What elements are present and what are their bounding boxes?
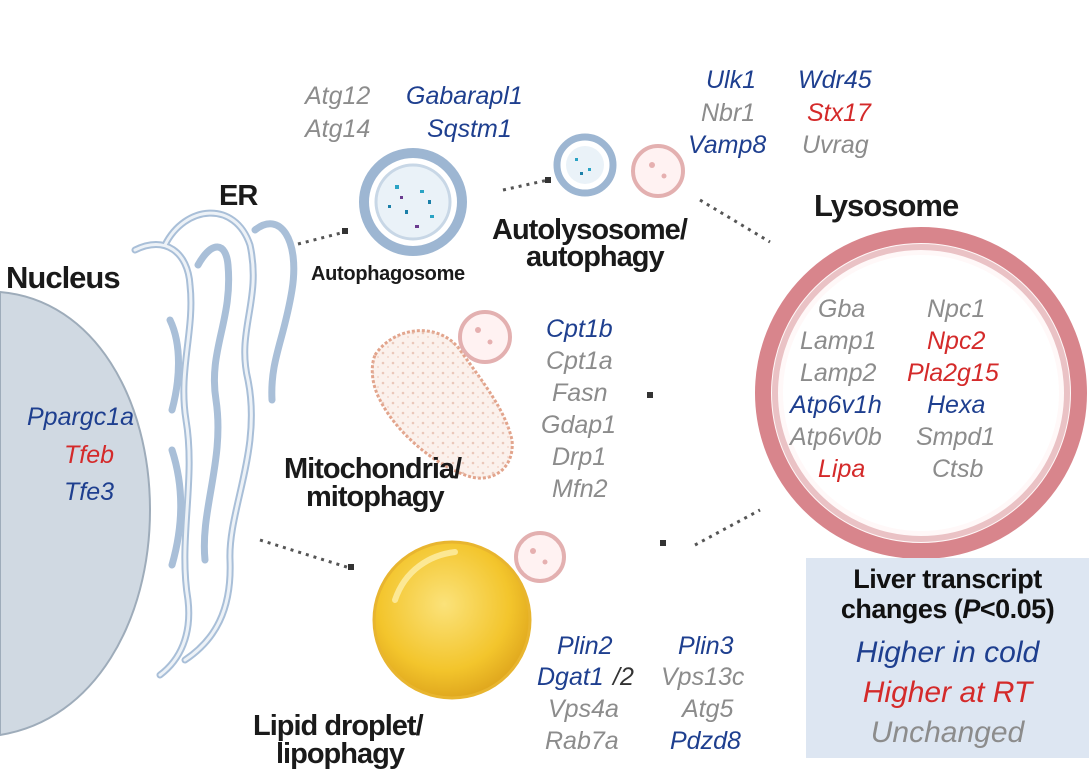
gene-gdap1: Gdap1 (541, 411, 617, 439)
mitochondria-shape (370, 310, 514, 480)
legend-title-p: P (962, 594, 980, 624)
gene-vps4a: Vps4a (548, 695, 619, 723)
gene-mfn2: Mfn2 (552, 475, 608, 503)
gene-npc1: Npc1 (927, 295, 986, 323)
legend-title-line2: changes (P<0.05) (806, 596, 1089, 623)
gene-cpt1a: Cpt1a (546, 347, 613, 375)
gene-hexa: Hexa (927, 391, 986, 419)
legend-title-prefix: changes ( (840, 594, 963, 624)
gene-uvrag: Uvrag (802, 131, 869, 159)
gene-vamp8: Vamp8 (688, 131, 767, 159)
nucleus-shape (0, 290, 152, 737)
mitochondria-label-line1: Mitochondria/ (284, 453, 462, 485)
gene-dgat1: Dgat1 (537, 663, 604, 691)
gene-atg12: Atg12 (305, 82, 371, 110)
gene-rab7a: Rab7a (545, 727, 619, 755)
mitochondria-label-line2: mitophagy (306, 481, 445, 513)
gene-vps13c: Vps13c (661, 663, 745, 691)
gene-ulk1: Ulk1 (706, 66, 757, 94)
gene-ctsb: Ctsb (932, 455, 984, 483)
lysosome-label: Lysosome (814, 188, 959, 223)
gene-gabarapl1: Gabarapl1 (406, 82, 523, 110)
gene-tfeb: Tfeb (64, 441, 115, 469)
gene-lamp1: Lamp1 (800, 327, 877, 355)
gene-plin3: Plin3 (678, 632, 734, 660)
pathway-arrows (259, 177, 771, 570)
lysosome-shape (755, 227, 1087, 559)
autophagosome-shape (359, 148, 467, 256)
autolysosome-shape (553, 133, 685, 198)
gene-atg5: Atg5 (682, 695, 734, 723)
gene-atp6v1h: Atp6v1h (790, 391, 882, 419)
gene-nbr1: Nbr1 (701, 99, 756, 127)
lipid-droplet-label-line2: lipophagy (276, 738, 405, 770)
gene-smpd1: Smpd1 (916, 423, 996, 451)
gene-ppargc1a: Ppargc1a (27, 403, 135, 431)
legend-unchanged: Unchanged (870, 716, 1025, 749)
autophagosome-label: Autophagosome (311, 263, 465, 285)
legend-title-line1: Liver transcript (853, 564, 1042, 594)
gene-wdr45: Wdr45 (798, 66, 872, 94)
legend-title-suffix: <0.05) (979, 594, 1055, 624)
gene-tfe3: Tfe3 (64, 478, 115, 506)
gene-cpt1b: Cpt1b (546, 315, 613, 343)
gene-lamp2: Lamp2 (800, 359, 877, 387)
legend-higher-cold: Higher in cold (855, 636, 1040, 669)
gene-stx17: Stx17 (807, 99, 871, 127)
gene-plin2: Plin2 (557, 632, 613, 660)
lipid-droplet-shape (372, 531, 566, 700)
gene-drp1: Drp1 (552, 443, 607, 471)
legend-higher-rt: Higher at RT (862, 676, 1033, 709)
gene-lipa: Lipa (818, 455, 866, 483)
lipid-droplet-label-line1: Lipid droplet/ (253, 710, 424, 742)
gene-atg14: Atg14 (305, 115, 371, 143)
gene-pdzd8: Pdzd8 (670, 727, 741, 755)
er-shape (131, 209, 298, 679)
gene-atp6v0b: Atp6v0b (790, 423, 882, 451)
gene-gba: Gba (818, 295, 866, 323)
gene-npc2: Npc2 (927, 327, 986, 355)
gene-pla2g15: Pla2g15 (907, 359, 999, 387)
autolysosome-label-line2: autophagy (526, 241, 665, 273)
gene-dgat2-suffix: /2 (613, 663, 634, 691)
gene-sqstm1: Sqstm1 (427, 115, 512, 143)
autolysosome-label-line1: Autolysosome/ (492, 214, 688, 246)
er-label: ER (219, 180, 258, 212)
legend-box: Liver transcript changes (P<0.05) Higher… (806, 558, 1089, 758)
nucleus-label: Nucleus (6, 260, 121, 295)
gene-fasn: Fasn (552, 379, 608, 407)
